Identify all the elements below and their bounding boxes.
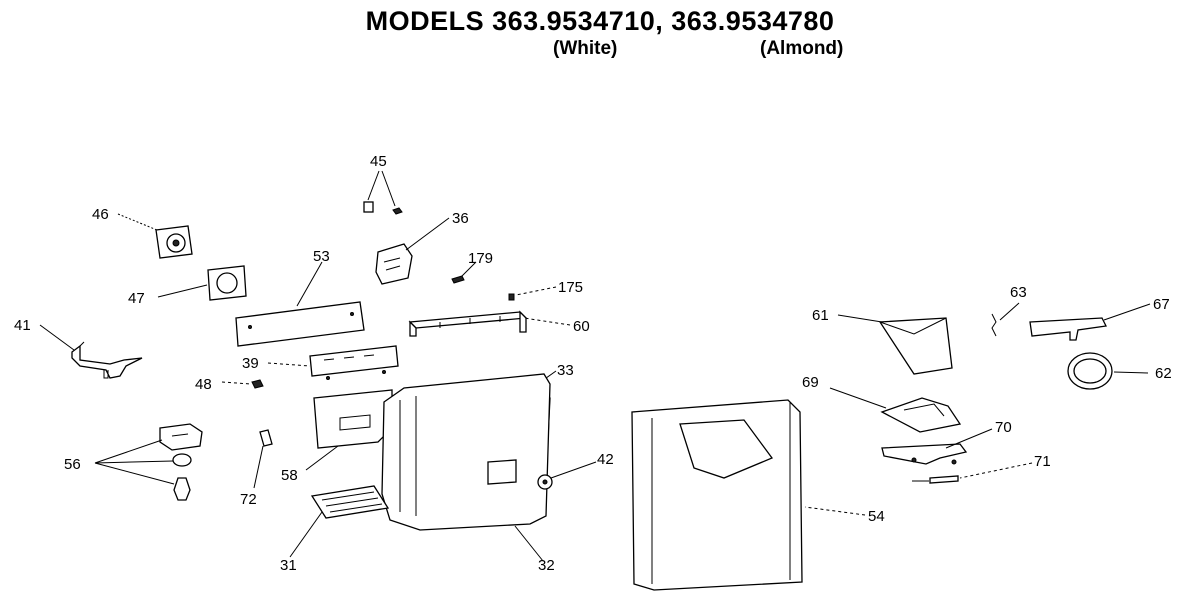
part-69-chute [829,387,962,433]
callout-41: 41 [14,317,31,334]
callout-33: 33 [557,362,574,379]
callout-69: 69 [802,374,819,391]
part-58-bin [305,389,393,471]
variant-white-label: (White) [553,38,618,59]
part-175-screw [508,286,557,301]
callout-175: 175 [558,279,583,296]
part-54-door [631,399,866,591]
callout-48: 48 [195,376,212,393]
callout-62: 62 [1155,365,1172,382]
callout-70: 70 [995,419,1012,436]
callout-179: 179 [468,250,493,267]
part-46-knob [117,213,193,259]
part-39-strip [267,345,399,380]
part-47-frame [157,265,247,301]
part-36-bracket [375,217,450,285]
callout-67: 67 [1153,296,1170,313]
part-41-lever [39,324,143,379]
callout-39: 39 [242,355,259,372]
callout-58: 58 [281,467,298,484]
callout-31: 31 [280,557,297,574]
part-42-knob [537,461,597,490]
callout-72: 72 [240,491,257,508]
callout-46: 46 [92,206,109,223]
callout-47: 47 [128,290,145,307]
callout-53: 53 [313,248,330,265]
callout-32: 32 [538,557,555,574]
callout-60: 60 [573,318,590,335]
diagram-title: MODELS 363.9534710, 363.9534780 [365,6,835,36]
part-53-plate [235,261,365,347]
callout-54: 54 [868,508,885,525]
part-31-grille [289,485,390,558]
part-71-rod [912,462,1033,484]
part-45-clips [363,170,403,215]
part-179-screw [451,261,477,284]
part-60-rail [408,310,571,337]
part-67-bracket [1029,303,1151,341]
part-48-nut [221,379,264,389]
part-70-arm [881,428,993,465]
part-56-switch-set [94,423,203,501]
callout-56: 56 [64,456,81,473]
variant-almond-label: (Almond) [760,38,844,59]
callout-71: 71 [1034,453,1051,470]
callout-36: 36 [452,210,469,227]
part-72-clip [253,429,273,489]
callout-42: 42 [597,451,614,468]
callout-61: 61 [812,307,829,324]
part-61-funnel [837,314,953,375]
callout-63: 63 [1010,284,1027,301]
part-32-housing [381,373,551,562]
callout-45: 45 [370,153,387,170]
part-63-spring [991,302,1020,337]
part-62-ring [1067,352,1149,390]
callout-labels: 45 46 36 179 53 175 47 41 60 39 33 48 56… [14,153,1172,574]
